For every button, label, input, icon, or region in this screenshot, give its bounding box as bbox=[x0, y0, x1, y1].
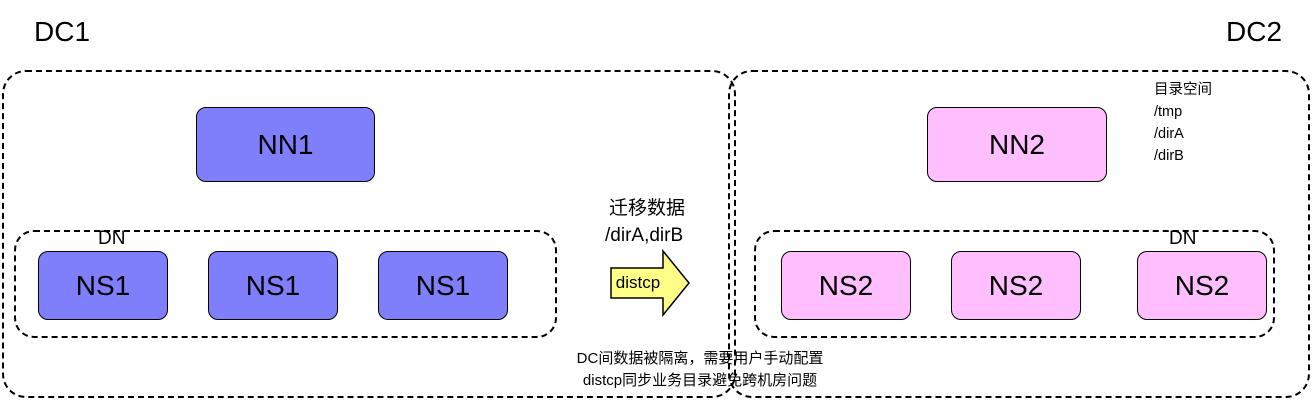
dc2-ns-node-2: NS2 bbox=[951, 251, 1081, 320]
migration-title: 迁移数据 bbox=[609, 198, 686, 219]
dc2-dn-group bbox=[754, 230, 1275, 338]
ns-label: NS2 bbox=[1174, 269, 1230, 301]
nn2-label: NN2 bbox=[988, 128, 1045, 160]
dc2-ns-node-3: NS2 bbox=[1137, 251, 1267, 320]
distcp-label: distcp bbox=[615, 273, 661, 292]
isolation-note-line1: DC间数据被隔离，需要用户手动配置 bbox=[576, 350, 824, 367]
dc1-ns-node-2: NS1 bbox=[208, 251, 338, 320]
dc1-ns-node-3: NS1 bbox=[378, 251, 508, 320]
dc1-dn-group bbox=[14, 230, 557, 338]
namespace-dir: /dirA bbox=[1154, 126, 1184, 142]
dc1-dn-label: DN bbox=[98, 228, 126, 249]
migration-dirs: /dirA,dirB bbox=[605, 225, 684, 246]
nn1-node: NN1 bbox=[196, 107, 375, 182]
dc1-ns-node-1: NS1 bbox=[38, 251, 168, 320]
dc1-region bbox=[2, 70, 736, 398]
dc2-region bbox=[728, 70, 1310, 398]
ns-label: NS2 bbox=[988, 269, 1044, 301]
namespace-dir: /tmp bbox=[1154, 104, 1183, 120]
isolation-note-line2: distcp同步业务目录避免跨机房问题 bbox=[582, 372, 818, 389]
dc2-ns-node-1: NS2 bbox=[781, 251, 911, 320]
ns-label: NS1 bbox=[75, 269, 131, 301]
nn2-node: NN2 bbox=[927, 107, 1107, 182]
dc1-title: DC1 bbox=[34, 16, 91, 47]
ns-label: NS1 bbox=[415, 269, 471, 301]
distcp-arrow-icon bbox=[610, 248, 690, 318]
namespace-title: 目录空间 bbox=[1154, 82, 1212, 98]
namespace-dir: /dirB bbox=[1154, 148, 1184, 164]
ns-label: NS2 bbox=[818, 269, 874, 301]
dc2-title: DC2 bbox=[1226, 16, 1283, 47]
ns-label: NS1 bbox=[245, 269, 301, 301]
dc2-dn-label: DN bbox=[1169, 228, 1197, 249]
nn1-label: NN1 bbox=[257, 128, 314, 160]
